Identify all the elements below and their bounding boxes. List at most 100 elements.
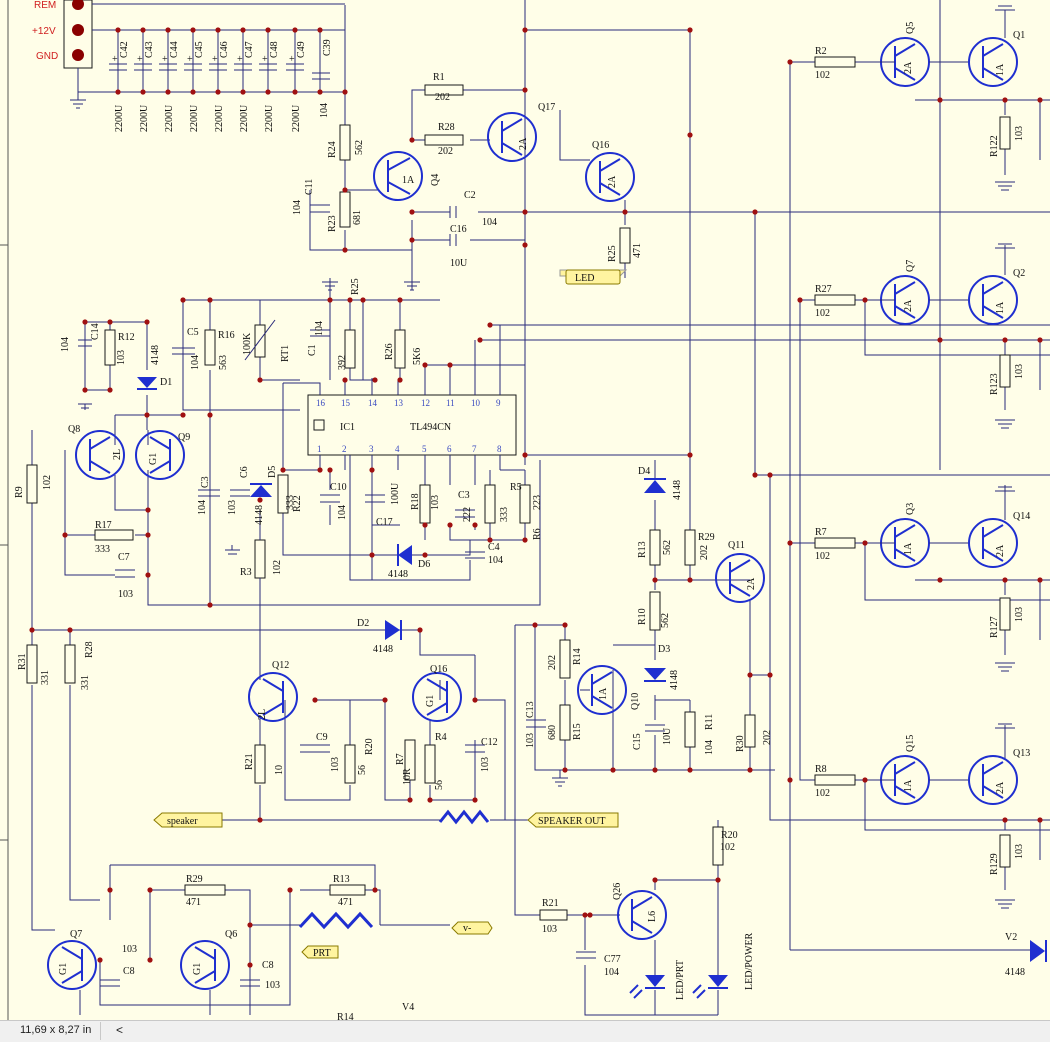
ref-q16: Q16 xyxy=(592,140,609,151)
label-d3-value: 4148 xyxy=(669,670,680,690)
q10-transistor xyxy=(577,665,627,715)
ic-pin-top-12: 12 xyxy=(421,398,430,408)
label-q11-value: 2A xyxy=(746,577,757,590)
label-q6-value: G1 xyxy=(192,963,203,975)
label-r10-value: 562 xyxy=(660,613,671,628)
ic-ref: IC1 xyxy=(340,422,355,433)
ref-c6: C6 xyxy=(239,466,250,478)
junction-125 xyxy=(447,362,453,368)
ref-r14b: R14 xyxy=(337,1012,354,1020)
d6-diode xyxy=(397,544,412,566)
junction-55 xyxy=(422,522,428,528)
label-c44-value: 2200U xyxy=(164,104,175,132)
ref-q3: Q3 xyxy=(905,503,916,515)
junction-115 xyxy=(287,887,293,893)
ref-r4: R4 xyxy=(435,732,447,743)
ref-q12: Q12 xyxy=(272,660,289,671)
junction-81 xyxy=(610,767,616,773)
label-q13-value: 2A xyxy=(995,781,1006,794)
ic-pin-bottom-3: 3 xyxy=(369,444,374,454)
ref-c2: C2 xyxy=(464,190,476,201)
speaker-label: speaker xyxy=(167,816,198,827)
ref-q7: Q7 xyxy=(905,260,916,272)
ref-c17: C17 xyxy=(376,517,393,528)
label-r26-value: 5K6 xyxy=(412,348,423,365)
ref-r7b: R7 xyxy=(395,753,406,765)
ic-pin-bottom-5: 5 xyxy=(422,444,427,454)
junction-66 xyxy=(747,672,753,678)
junction-105 xyxy=(1037,577,1043,583)
q7b-transistor xyxy=(47,940,97,990)
ref-c8b: C8 xyxy=(262,960,274,971)
junction-44 xyxy=(180,412,186,418)
label-r13-value: 562 xyxy=(662,540,673,555)
ref-r122: R122 xyxy=(989,135,1000,157)
ref-r123: R123 xyxy=(989,373,1000,395)
ref-r17: R17 xyxy=(95,520,112,531)
speaker-out-tag: SPEAKER OUT xyxy=(527,812,619,828)
ref-q11: Q11 xyxy=(728,540,745,551)
ref-c8: C8 xyxy=(123,966,135,977)
junction-26 xyxy=(522,209,528,215)
label-r14-value: 202 xyxy=(547,655,558,670)
junction-62 xyxy=(522,452,528,458)
junction-46 xyxy=(62,532,68,538)
ref-r15: R15 xyxy=(572,723,583,740)
ref-q9: Q9 xyxy=(178,432,190,443)
ref-r11: R11 xyxy=(704,714,715,730)
label-r31-value: 331 xyxy=(40,670,51,685)
ref-c43: C43 xyxy=(144,41,155,58)
scroll-left-arrow[interactable]: < xyxy=(116,1023,124,1037)
label-r15-value: 680 xyxy=(547,725,558,740)
ref-q4: Q4 xyxy=(430,174,441,186)
label-c5-value: 104 xyxy=(190,355,201,370)
label-r21b-value: 103 xyxy=(542,924,557,935)
label-q7-value: 2A xyxy=(903,299,914,312)
junction-52 xyxy=(317,467,323,473)
junction-79 xyxy=(562,622,568,628)
q26-transistor xyxy=(617,890,667,940)
gnd-label: GND xyxy=(36,51,58,62)
label-r27-value: 102 xyxy=(815,308,830,319)
label-r30-value: 202 xyxy=(762,730,773,745)
ref-c13: C13 xyxy=(525,701,536,718)
ref-c11: C11 xyxy=(304,179,315,195)
q16b-transistor xyxy=(412,672,462,722)
junction-80 xyxy=(562,767,568,773)
prt-label: PRT xyxy=(313,948,331,959)
ref-q8: Q8 xyxy=(68,424,80,435)
ref-d1: D1 xyxy=(160,377,172,388)
ref-d4: D4 xyxy=(638,466,650,477)
ref-c45: C45 xyxy=(194,41,205,58)
ref-d6: D6 xyxy=(418,559,430,570)
label-r13b-value: 471 xyxy=(338,897,353,908)
label-c42-value: 2200U xyxy=(114,104,125,132)
ic-pin-bottom-6: 6 xyxy=(447,444,452,454)
ref-r29b: R29 xyxy=(186,874,203,885)
junction-19 xyxy=(522,27,528,33)
label-r16-value: 563 xyxy=(218,355,229,370)
label-c2-value: 104 xyxy=(482,217,497,228)
junction-23 xyxy=(409,137,415,143)
junction-48 xyxy=(145,572,151,578)
ref-r24: R24 xyxy=(327,141,338,158)
junction-112 xyxy=(247,962,253,968)
label-c17-value: 100U xyxy=(390,482,401,505)
junction-97 xyxy=(937,337,943,343)
junction-75 xyxy=(472,797,478,803)
ref-c44: C44 xyxy=(169,41,180,58)
junction-57 xyxy=(472,522,478,528)
label-q1-value: 1A xyxy=(995,63,1006,76)
junction-61 xyxy=(422,552,428,558)
junction-17 xyxy=(317,89,323,95)
junction-5 xyxy=(240,27,246,33)
junction-2 xyxy=(165,27,171,33)
junction-1 xyxy=(140,27,146,33)
junction-16 xyxy=(292,89,298,95)
junction-104 xyxy=(1037,337,1043,343)
label-q9-value: G1 xyxy=(148,453,159,465)
label-r20b-value: 102 xyxy=(720,842,735,853)
ref-r2: R2 xyxy=(815,46,827,57)
